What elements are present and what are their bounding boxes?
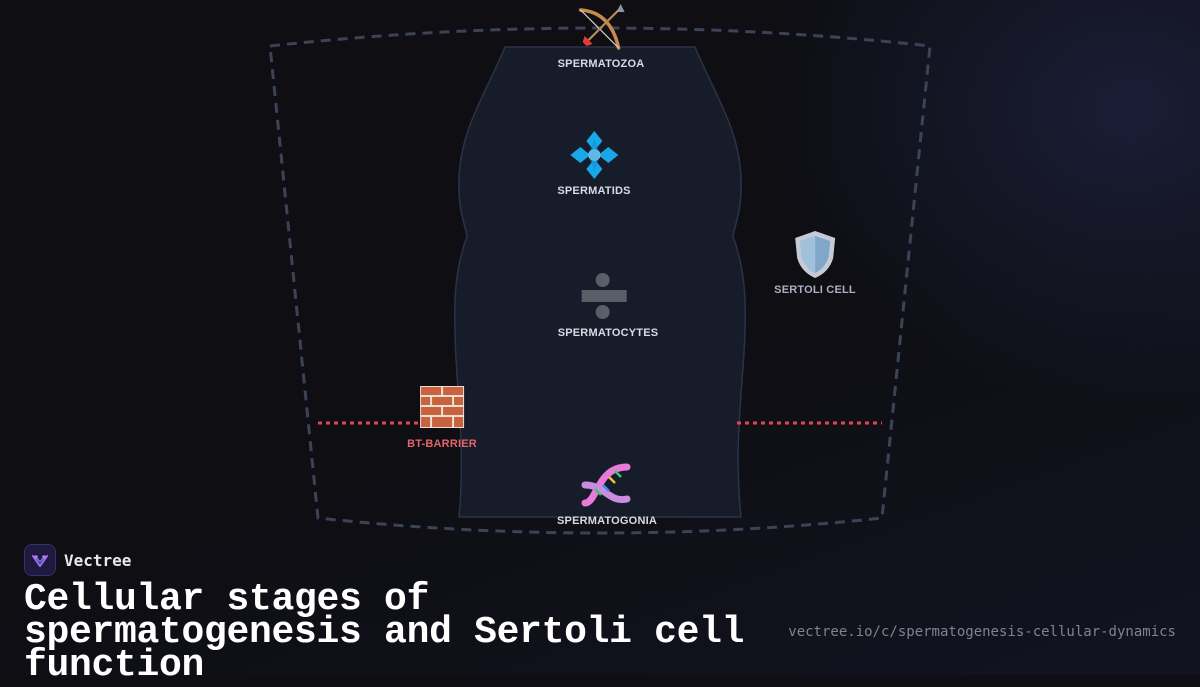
node-label: SERTOLI CELL [774, 284, 856, 296]
vectree-logo-icon [24, 544, 56, 576]
shield-icon [795, 231, 835, 278]
node-spermatozoa: SPERMATOZOA [558, 2, 645, 70]
dna-icon [581, 463, 631, 507]
node-label: SPERMATOGONIA [557, 515, 657, 527]
node-label: SPERMATIDS [557, 185, 631, 197]
tubule-outline [268, 26, 932, 535]
page-title: Cellular stages of spermatogenesis and S… [24, 578, 745, 687]
node-label: BT-BARRIER [407, 438, 477, 450]
brand-name: Vectree [64, 550, 132, 570]
node-spermatogonia: SPERMATOGONIA [557, 459, 657, 527]
brand[interactable]: Vectree [24, 544, 1176, 576]
node-label: SPERMATOZOA [557, 58, 645, 70]
node-spermatocytes: SPERMATOCYTES [558, 271, 659, 339]
node-spermatids: SPERMATIDS [557, 129, 630, 197]
node-bt-barrier: BT-BARRIER [407, 382, 477, 450]
brick-wall-icon [420, 386, 464, 428]
node-sertoli-cell: SERTOLI CELL [774, 228, 856, 296]
division-sign-icon [581, 273, 627, 319]
blue-diamond-flower-icon [570, 131, 618, 179]
bow-and-arrow-icon [579, 4, 625, 50]
footer: Vectree Cellular stages of spermatogenes… [24, 544, 1176, 687]
source-url[interactable]: vectree.io/c/spermatogenesis-cellular-dy… [788, 624, 1176, 640]
node-label: SPERMATOCYTES [557, 327, 659, 339]
